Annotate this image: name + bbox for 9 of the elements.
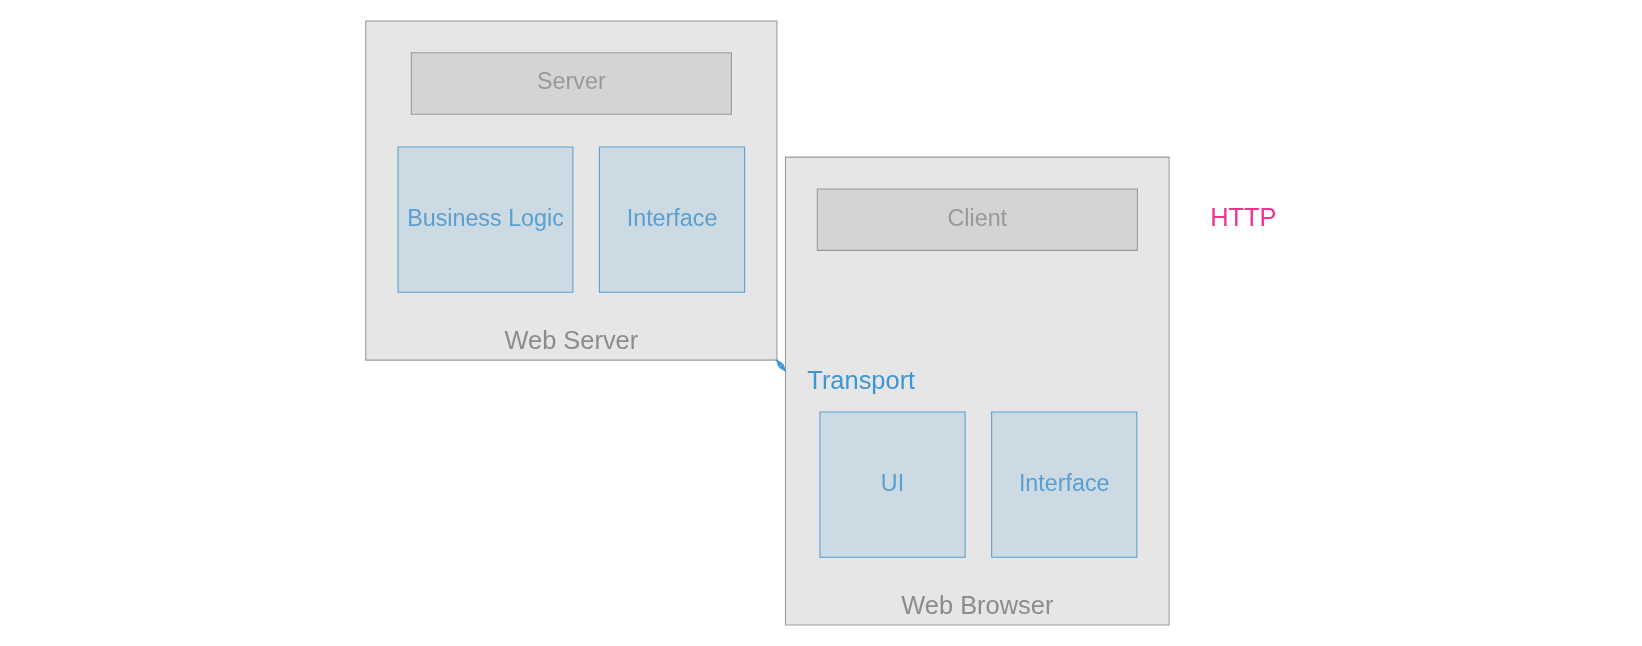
node-box: UI	[818, 411, 966, 558]
node-box: Business Logic	[397, 146, 573, 293]
node-box: Interface	[990, 411, 1137, 558]
edge-label: Transport	[806, 365, 915, 394]
node-box: Client	[816, 188, 1138, 251]
label: HTTP	[1209, 203, 1277, 232]
node-box: Interface	[598, 146, 745, 293]
node-box: Server	[410, 52, 732, 115]
arrow	[774, 358, 786, 373]
